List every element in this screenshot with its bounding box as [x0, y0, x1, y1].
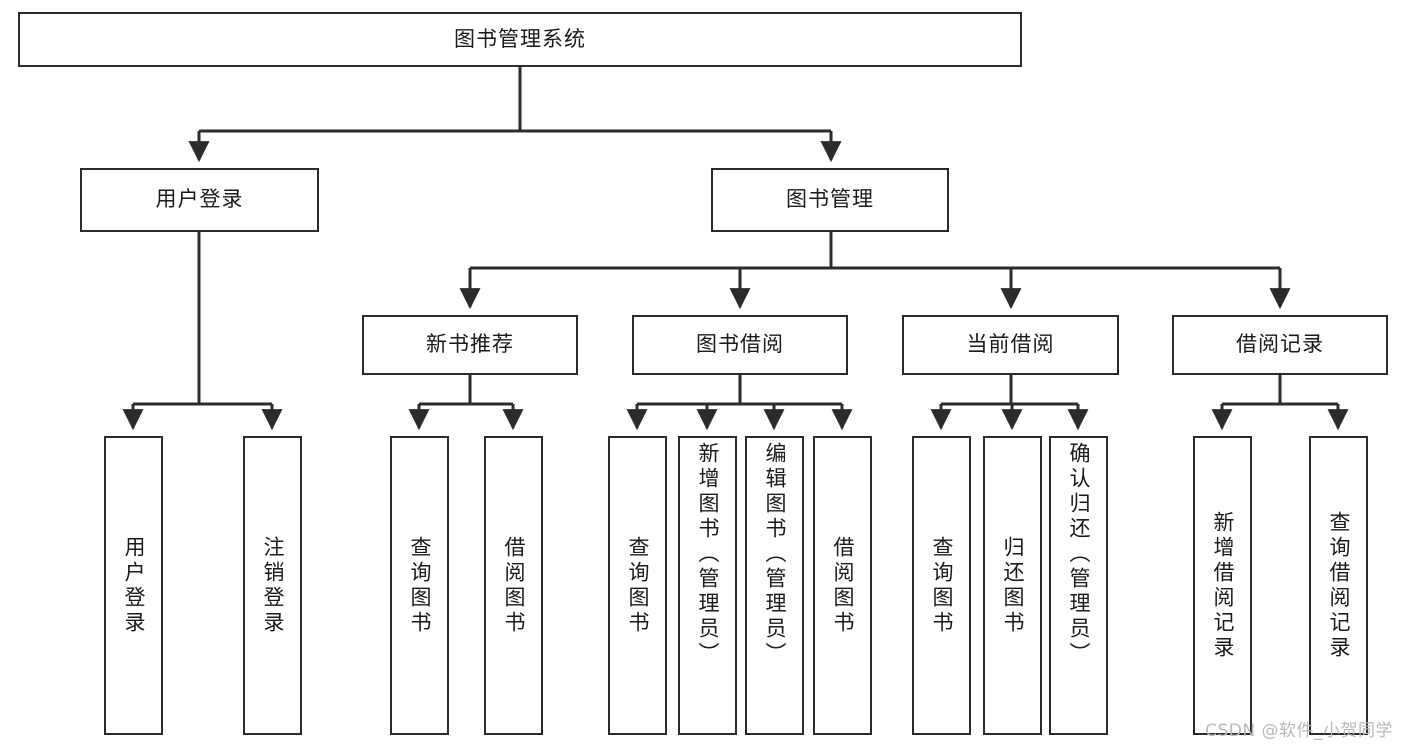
- node-label: 查询借阅记录: [1327, 510, 1351, 661]
- node-label: 查询图书: [626, 535, 650, 636]
- node-book-borrowing[interactable]: 图书借阅: [632, 315, 848, 375]
- node-label: 编辑图书（管理员）: [763, 442, 787, 667]
- node-borrowing-records[interactable]: 借阅记录: [1172, 315, 1388, 375]
- node-label: 当前借阅: [966, 332, 1055, 357]
- node-label: 查询图书: [930, 535, 954, 636]
- leaf-bookborrow-query-books[interactable]: 查询图书: [608, 436, 667, 735]
- node-new-book-recommendation[interactable]: 新书推荐: [362, 315, 578, 375]
- node-label: 借阅图书: [831, 535, 855, 636]
- leaf-user-login-signout[interactable]: 注销登录: [243, 436, 302, 735]
- node-label: 查询图书: [408, 535, 432, 636]
- leaf-newbook-borrow-books[interactable]: 借阅图书: [484, 436, 543, 735]
- leaf-currentborrow-return-books[interactable]: 归还图书: [983, 436, 1042, 735]
- watermark-text: CSDN @软件_小贺同学: [1205, 721, 1393, 741]
- node-label: 借阅图书: [502, 535, 526, 636]
- node-label: 新增借阅记录: [1211, 510, 1235, 661]
- node-root-book-management-system[interactable]: 图书管理系统: [18, 12, 1022, 67]
- node-label: 图书管理: [786, 187, 874, 212]
- leaf-borrowrecord-query-record[interactable]: 查询借阅记录: [1309, 436, 1368, 735]
- node-label: 归还图书: [1001, 535, 1025, 636]
- node-label: 用户登录: [155, 187, 244, 212]
- node-label: 借阅记录: [1236, 332, 1324, 357]
- node-label: 图书借阅: [696, 332, 784, 357]
- leaf-currentborrow-query-books[interactable]: 查询图书: [912, 436, 971, 735]
- node-current-borrowing[interactable]: 当前借阅: [902, 315, 1119, 375]
- leaf-bookborrow-add-book-admin[interactable]: 新增图书（管理员）: [678, 436, 737, 735]
- node-book-management[interactable]: 图书管理: [711, 168, 949, 232]
- node-label: 新书推荐: [426, 332, 514, 357]
- node-user-login[interactable]: 用户登录: [80, 168, 319, 232]
- leaf-bookborrow-borrow-books[interactable]: 借阅图书: [813, 436, 872, 735]
- node-label: 确认归还（管理员）: [1067, 442, 1091, 667]
- leaf-borrowrecord-add-record[interactable]: 新增借阅记录: [1193, 436, 1252, 735]
- node-label: 新增图书（管理员）: [696, 442, 720, 667]
- node-label: 注销登录: [261, 535, 285, 636]
- leaf-currentborrow-confirm-return-admin[interactable]: 确认归还（管理员）: [1049, 436, 1108, 735]
- leaf-newbook-query-books[interactable]: 查询图书: [390, 436, 449, 735]
- leaf-bookborrow-edit-book-admin[interactable]: 编辑图书（管理员）: [745, 436, 804, 735]
- node-label: 图书管理系统: [454, 26, 586, 51]
- node-label: 用户登录: [122, 535, 146, 636]
- leaf-user-login-signin[interactable]: 用户登录: [104, 436, 163, 735]
